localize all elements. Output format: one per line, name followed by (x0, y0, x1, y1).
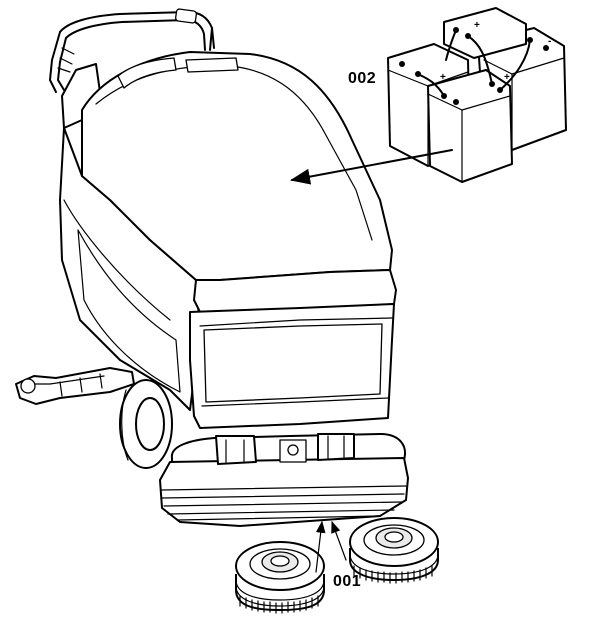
rear-wheel (119, 379, 173, 469)
brush-deck (159, 433, 409, 527)
brush-disc-left (235, 541, 325, 614)
callout-brushes: 001 (333, 573, 362, 590)
polarity-plus-1: + (440, 72, 446, 83)
brush-pointer-arrow-right (331, 520, 347, 561)
polarity-minus-2: - (548, 36, 551, 47)
battery-pack: + - + + - (387, 7, 567, 183)
squeegee-arm (15, 367, 135, 405)
polarity-plus-2: + (504, 72, 510, 83)
polarity-plus-3: + (474, 20, 480, 31)
floor-scrubber-machine (15, 8, 409, 527)
handle-bar (49, 8, 215, 93)
battery-pointer-arrow (290, 149, 453, 185)
callout-batteries: 002 (348, 70, 377, 87)
brush-pointer-arrow-left (315, 520, 326, 573)
brush-disc-right (349, 517, 439, 584)
polarity-minus-1: - (396, 50, 399, 61)
